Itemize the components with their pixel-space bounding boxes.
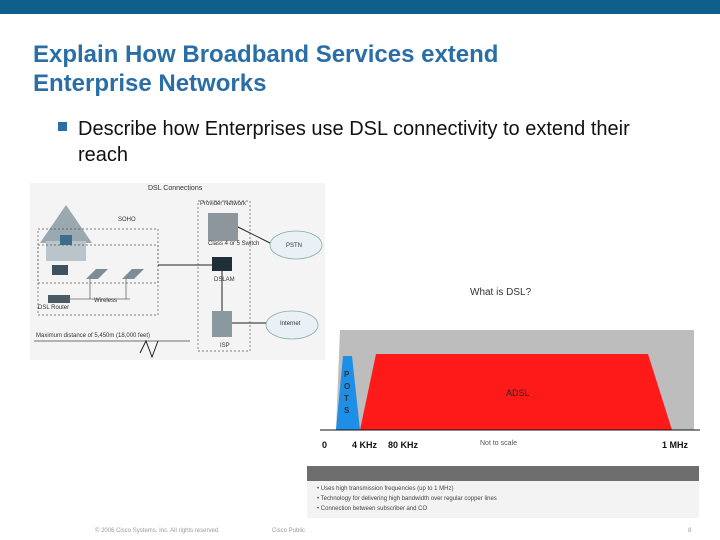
adsl-band	[360, 354, 672, 430]
pots-band	[336, 356, 360, 430]
server-icon	[212, 311, 232, 337]
dsl-router-label: DSL Router	[38, 305, 70, 311]
wireless-label: Wireless	[94, 298, 118, 304]
house-icon	[46, 241, 86, 261]
pots-letter-p: P	[344, 370, 350, 379]
provider-network-label: Provider Network	[200, 201, 247, 207]
access-point-icon	[86, 269, 108, 279]
info-header-bar	[307, 466, 699, 481]
dsl-info-box: Uses high transmission frequencies (up t…	[307, 466, 699, 518]
footer-page-number: 8	[688, 528, 692, 534]
pots-letter-s: S	[344, 406, 350, 415]
spectrum-title: What is DSL?	[470, 287, 532, 298]
info-bullet: Connection between subscriber and CO	[317, 504, 497, 514]
square-bullet-icon	[58, 122, 67, 131]
info-bullet: Technology for delivering high bandwidth…	[317, 494, 497, 504]
title-line-1: Explain How Broadband Services extend	[33, 41, 499, 68]
tick-label-1mhz: 1 MHz	[662, 440, 689, 450]
isp-label: ISP	[220, 343, 230, 349]
laptop-icon	[52, 265, 68, 275]
adsl-label: ADSL	[506, 388, 530, 398]
info-bullet: Uses high transmission frequencies (up t…	[317, 484, 497, 494]
switch-icon	[208, 213, 238, 241]
tick-label-80khz: 80 KHz	[388, 440, 419, 450]
info-bullet-list: Uses high transmission frequencies (up t…	[317, 484, 497, 514]
title-line-2: Enterprise Networks	[33, 70, 267, 97]
not-to-scale-label: Not to scale	[480, 440, 517, 447]
bullet-text: Describe how Enterprises use DSL connect…	[78, 118, 630, 166]
pstn-label: PSTN	[286, 243, 303, 249]
soho-label: SOHO	[118, 217, 136, 223]
tick-label-4khz: 4 KHz	[352, 440, 378, 450]
pots-letter-o: O	[344, 382, 351, 391]
dsl-connections-diagram: DSL Connections SOHO Provider Network Cl…	[30, 183, 325, 360]
top-accent-bar	[0, 0, 720, 14]
tick-label-0: 0	[322, 440, 328, 450]
dsl-spectrum-graphic	[320, 330, 700, 431]
dsl-diagram-title: DSL Connections	[148, 185, 203, 192]
internet-label: Internet	[280, 321, 301, 327]
router-icon	[48, 295, 70, 303]
dslam-icon	[212, 257, 232, 271]
pots-letter-t: T	[344, 394, 349, 403]
distance-label: Maximum distance of 5,450m (18,000 feet)	[36, 333, 151, 339]
dsl-network-graphic	[34, 200, 323, 359]
monitor-icon	[60, 235, 72, 245]
footer-copyright: © 2006 Cisco Systems, Inc. All rights re…	[95, 528, 220, 534]
dslam-label: DSLAM	[214, 277, 235, 283]
pstn-cloud-icon	[269, 230, 323, 260]
switch-label: Class 4 or 5 Switch	[208, 241, 260, 247]
internet-cloud-icon	[265, 310, 319, 340]
access-point-icon	[122, 269, 144, 279]
footer-classification: Cisco Public	[272, 528, 306, 534]
slide-title: Explain How Broadband Services extend En…	[33, 40, 693, 98]
house-roof-icon	[40, 205, 92, 243]
